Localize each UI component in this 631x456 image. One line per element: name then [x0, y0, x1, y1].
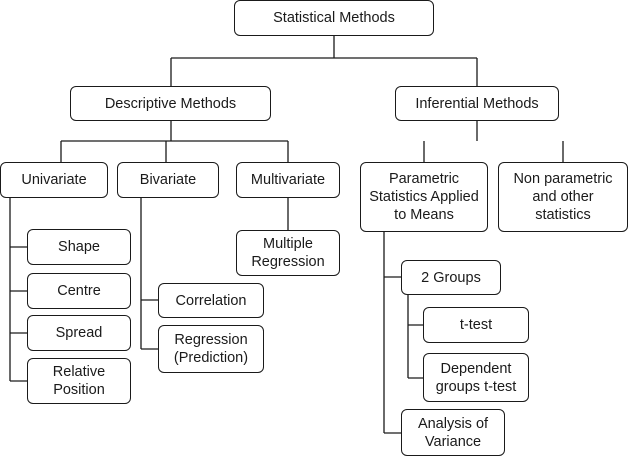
connector-bivariate [140, 198, 158, 350]
node-two-groups: 2 Groups [401, 260, 501, 295]
node-regression-prediction: Regression (Prediction) [158, 325, 264, 373]
node-spread: Spread [27, 315, 131, 351]
node-shape: Shape [27, 229, 131, 265]
connector-root [170, 36, 478, 86]
node-parametric-statistics: Parametric Statistics Applied to Means [360, 162, 488, 232]
node-relative-position: Relative Position [27, 358, 131, 404]
connector-descriptive [60, 121, 289, 162]
node-bivariate: Bivariate [117, 162, 219, 198]
node-multivariate: Multivariate [236, 162, 340, 198]
connector-inferential [423, 121, 564, 162]
node-univariate: Univariate [0, 162, 108, 198]
connector-univariate [9, 198, 27, 382]
node-statistical-methods: Statistical Methods [234, 0, 434, 36]
node-multiple-regression: Multiple Regression [236, 230, 340, 276]
node-analysis-of-variance: Analysis of Variance [401, 409, 505, 456]
connector-two-groups [407, 295, 423, 379]
node-centre: Centre [27, 273, 131, 309]
connector-parametric [383, 232, 401, 434]
node-dependent-groups-t-test: Dependent groups t-test [423, 353, 529, 402]
node-t-test: t-test [423, 307, 529, 343]
node-non-parametric: Non parametric and other statistics [498, 162, 628, 232]
node-descriptive-methods: Descriptive Methods [70, 86, 271, 121]
node-correlation: Correlation [158, 283, 264, 318]
node-inferential-methods: Inferential Methods [395, 86, 559, 121]
